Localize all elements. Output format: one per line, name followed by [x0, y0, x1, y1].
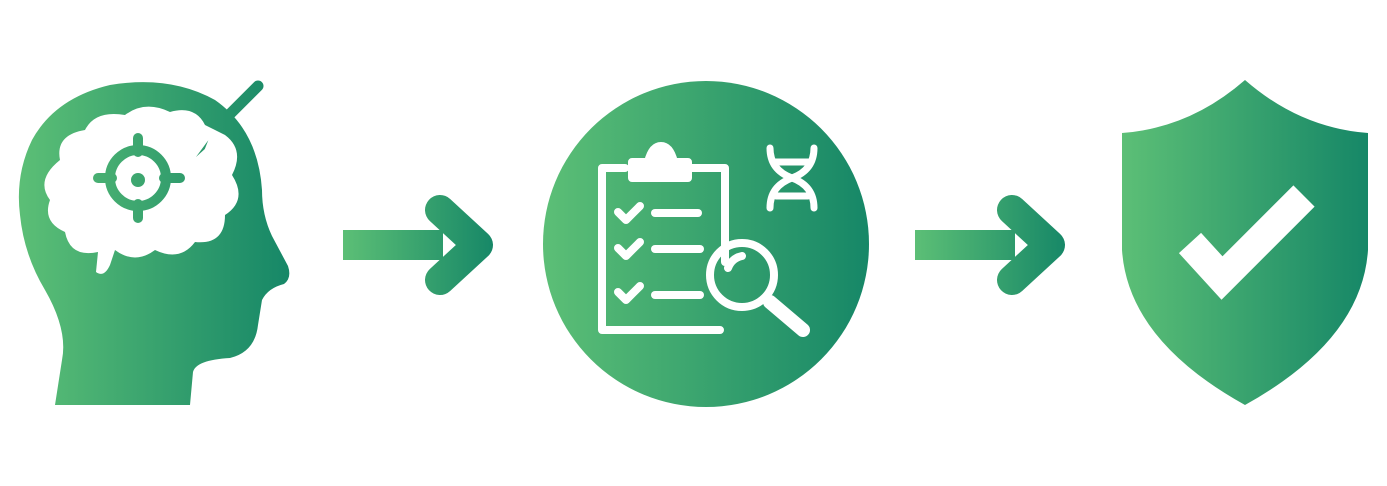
checkmark-icon	[1178, 185, 1315, 300]
target-crosshair-icon	[93, 133, 185, 223]
clipboard	[598, 164, 729, 334]
clipboard-clip	[628, 142, 692, 182]
scalpel-icon	[184, 80, 264, 170]
clipboard-checklist-magnifier-dna-icon	[543, 81, 869, 407]
arrow-right-icon	[915, 195, 1065, 295]
shield-checkmark-icon	[1122, 80, 1368, 405]
head-brain-target-scalpel-icon	[18, 80, 290, 405]
brain-shape	[44, 106, 239, 274]
arrow-right-icon	[343, 195, 493, 295]
dna-icon	[766, 144, 818, 212]
magnifier-icon	[706, 239, 778, 311]
